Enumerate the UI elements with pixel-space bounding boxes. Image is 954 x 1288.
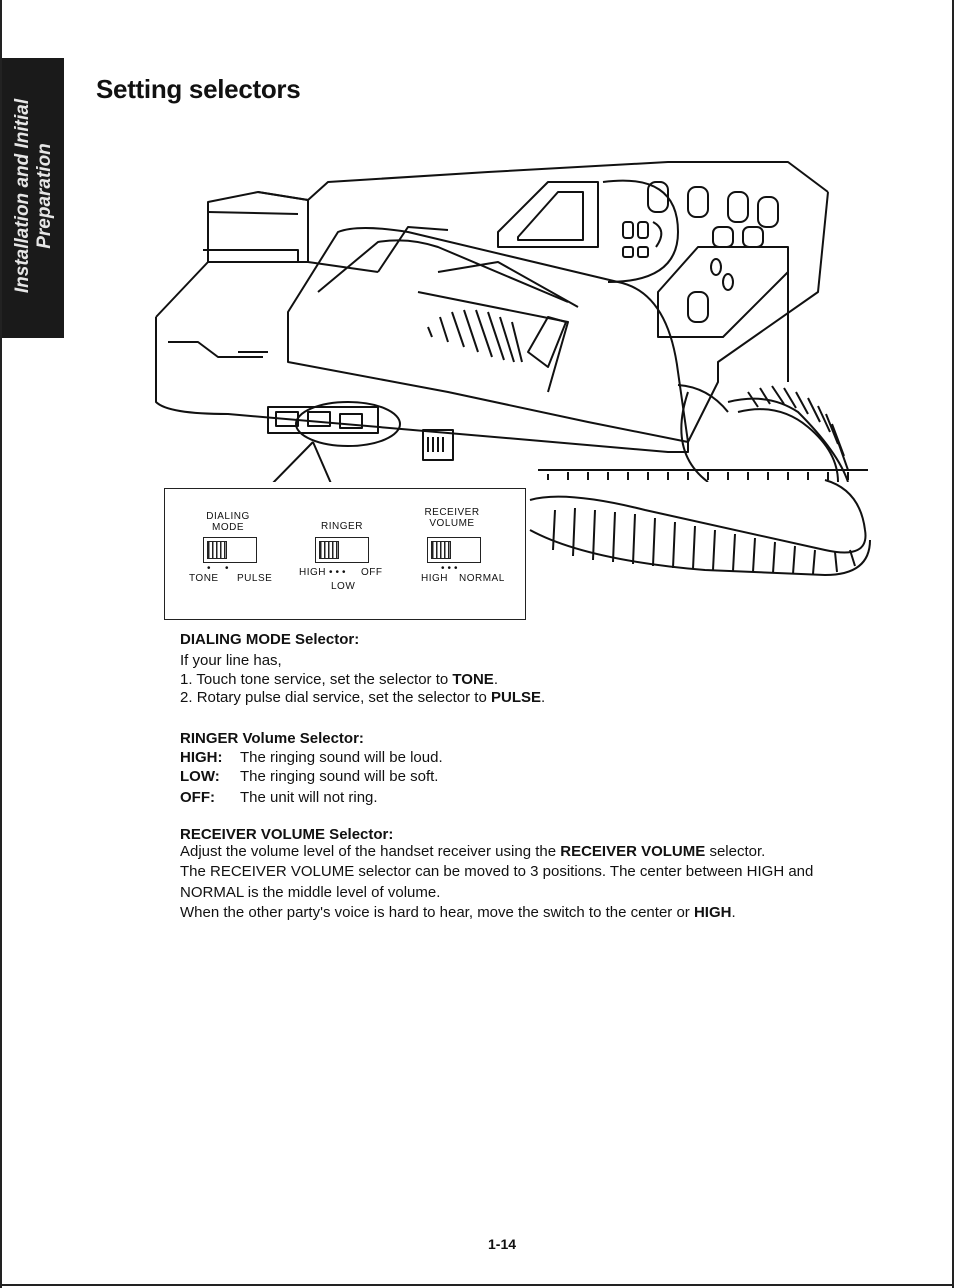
receiver-paragraph-2-line2: NORMAL is the middle level of volume. xyxy=(180,884,441,901)
dialing-pos-pulse: PULSE xyxy=(237,573,273,584)
dialing-item-2: 2. Rotary pulse dial service, set the se… xyxy=(180,689,545,707)
dialing-mode-switch[interactable] xyxy=(203,537,257,563)
dialing-position-dots: • • xyxy=(207,563,232,574)
receiver-paragraph-3: When the other party's voice is hard to … xyxy=(180,904,736,922)
dialing-item-1-end: . xyxy=(493,671,498,688)
dialing-item-1: 1. Touch tone service, set the selector … xyxy=(180,671,498,689)
receiver-switch-knob[interactable] xyxy=(431,541,451,559)
ringer-desc-high: The ringing sound will be loud. xyxy=(240,749,443,766)
dialing-item-1-number: 1. xyxy=(180,671,193,688)
dialing-label-line1: DIALING xyxy=(206,511,250,522)
dialing-item-2-text: Rotary pulse dial service, set the selec… xyxy=(196,689,487,706)
receiver-heading: RECEIVER VOLUME Selector: xyxy=(180,826,394,843)
receiver-position-dots: ••• xyxy=(441,563,461,574)
receiver-label-line2: VOLUME xyxy=(429,518,475,529)
receiver-p1-end: selector. xyxy=(709,843,766,860)
ringer-pos-high: HIGH xyxy=(299,567,326,578)
dialing-switch-knob[interactable] xyxy=(207,541,227,559)
ringer-key-low: LOW: xyxy=(180,768,220,785)
dialing-pos-tone: TONE xyxy=(189,573,219,584)
chapter-tab-text: Installation and Initial Preparation xyxy=(12,66,56,326)
selector-callout-box: DIALING MODE • • TONE PULSE RINGER HIGH … xyxy=(164,488,526,620)
receiver-volume-label: RECEIVER VOLUME xyxy=(417,507,487,529)
ringer-pos-off: OFF xyxy=(361,567,383,578)
receiver-paragraph-1: Adjust the volume level of the handset r… xyxy=(180,843,765,861)
dialing-item-1-keyword: TONE xyxy=(452,671,494,688)
coiled-cord-drawing xyxy=(529,479,871,577)
ringer-heading: RINGER Volume Selector: xyxy=(180,730,364,747)
receiver-p1-keyword: RECEIVER VOLUME xyxy=(560,843,706,860)
left-margin-rule xyxy=(0,0,2,1288)
receiver-p3-end: . xyxy=(731,904,736,921)
receiver-p1-text: Adjust the volume level of the handset r… xyxy=(180,843,557,860)
chapter-tab-line1: Installation and Initial xyxy=(12,98,33,294)
receiver-p3-text: When the other party's voice is hard to … xyxy=(180,904,690,921)
dialing-item-2-end: . xyxy=(541,689,546,706)
chapter-side-tab: Installation and Initial Preparation xyxy=(2,58,64,338)
dialing-mode-heading: DIALING MODE Selector: xyxy=(180,631,360,648)
dialing-label-line2: MODE xyxy=(212,522,244,533)
receiver-pos-normal: NORMAL xyxy=(459,573,505,584)
ringer-key-high: HIGH: xyxy=(180,749,223,766)
chapter-tab-line2: Preparation xyxy=(34,143,55,249)
ringer-desc-low: The ringing sound will be soft. xyxy=(240,768,439,785)
receiver-volume-switch[interactable] xyxy=(427,537,481,563)
dialing-intro: If your line has, xyxy=(180,652,282,669)
page-number: 1-14 xyxy=(488,1236,517,1252)
ringer-position-dots: ••• xyxy=(329,567,349,578)
receiver-pos-high: HIGH xyxy=(421,573,448,584)
ringer-label: RINGER xyxy=(321,521,363,532)
ringer-pos-low: LOW xyxy=(331,581,356,592)
ringer-switch-knob[interactable] xyxy=(319,541,339,559)
fax-machine-illustration xyxy=(155,161,868,482)
ringer-switch[interactable] xyxy=(315,537,369,563)
dialing-mode-label: DIALING MODE xyxy=(193,511,263,533)
dialing-item-1-text: Touch tone service, set the selector to xyxy=(196,671,449,688)
page-title: Setting selectors xyxy=(96,74,301,104)
ringer-key-off: OFF: xyxy=(180,789,215,806)
receiver-p3-keyword: HIGH xyxy=(693,904,732,921)
ringer-desc-off: The unit will not ring. xyxy=(240,789,378,806)
dialing-item-2-keyword: PULSE xyxy=(491,689,542,706)
receiver-paragraph-2-line1: The RECEIVER VOLUME selector can be move… xyxy=(180,863,814,880)
bottom-margin-rule xyxy=(0,1284,954,1286)
right-margin-rule xyxy=(952,0,954,1288)
receiver-label-line1: RECEIVER xyxy=(424,507,480,518)
dialing-item-2-number: 2. xyxy=(180,689,193,706)
